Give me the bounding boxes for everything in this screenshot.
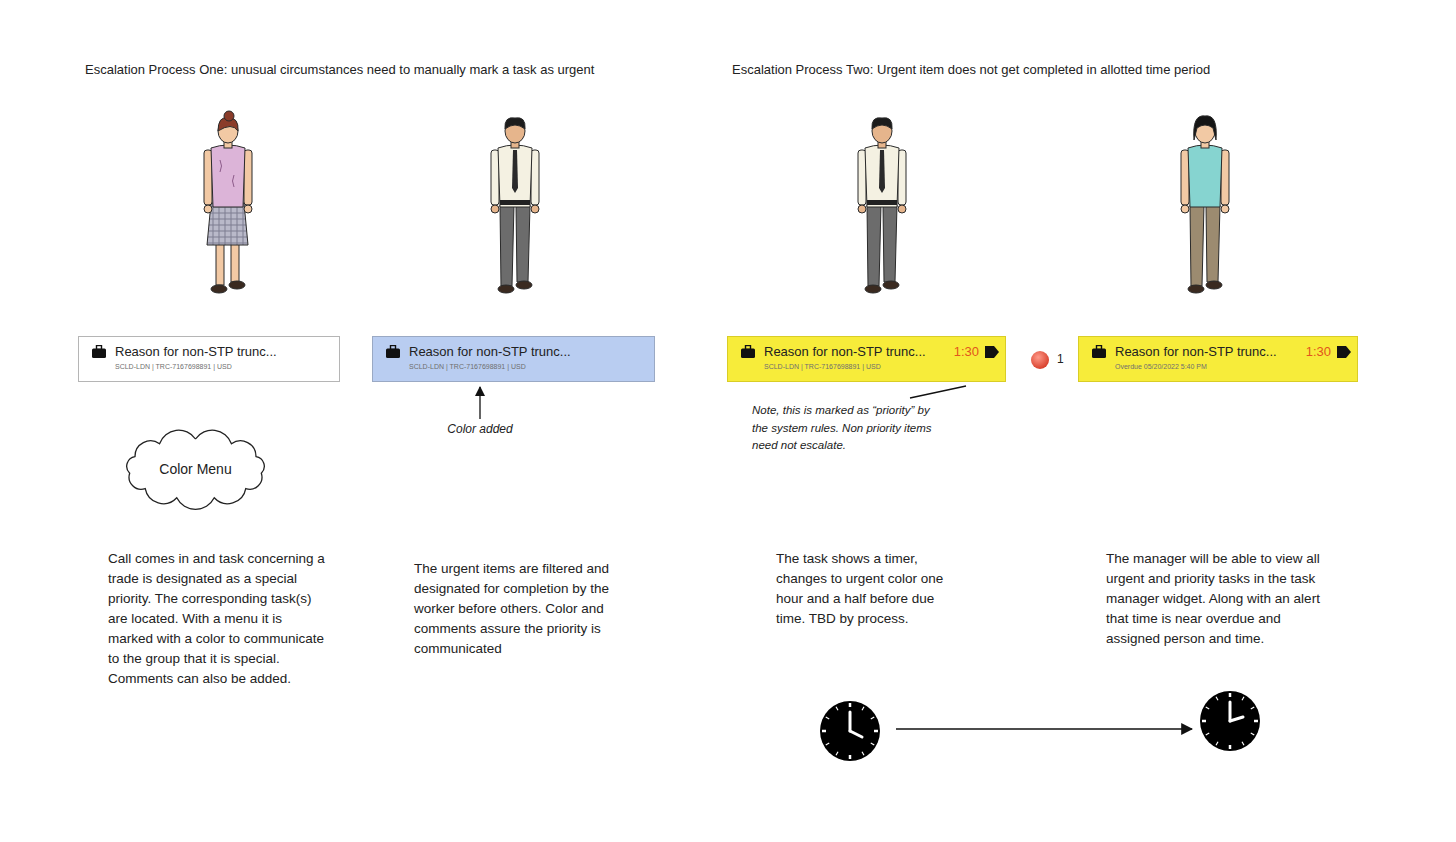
tag-icon <box>1337 346 1351 358</box>
section-heading: Escalation Process One: unusual circumst… <box>85 62 594 77</box>
bar-meta: SCLD-LDN | TRC-7167698891 | USD <box>115 363 329 370</box>
leader-arrow <box>479 387 480 419</box>
tag-icon <box>985 346 999 358</box>
step-description: The urgent items are filtered and design… <box>414 559 628 659</box>
menu-label: Color Menu <box>159 461 231 477</box>
task-meta: Overdue 05/20/2022 5:40 PM <box>1115 363 1347 370</box>
bar-row: Reason for non-STP trunc... 1:30 <box>1115 344 1347 359</box>
task-meta: SCLD-LDN | TRC-7167698891 | USD <box>115 363 329 370</box>
task-bar: Reason for non-STP trunc... 1:30Overdue 0… <box>1078 336 1358 382</box>
clock-icon <box>820 701 880 761</box>
bar-row: Reason for non-STP trunc... <box>409 344 644 359</box>
alert-dot <box>1031 351 1049 369</box>
task-bar: Reason for non-STP trunc... SCLD-LDN | TR… <box>78 336 340 382</box>
briefcase-icon <box>1092 345 1106 358</box>
task-meta: SCLD-LDN | TRC-7167698891 | USD <box>764 363 995 370</box>
countdown-timer: 1:30 <box>1300 344 1331 359</box>
callout-note: Note, this is marked as “priority” by th… <box>752 402 934 455</box>
menu-cloud: Color Menu <box>118 428 273 510</box>
section-heading: Escalation Process Two: Urgent item does… <box>732 62 1210 77</box>
clock-icon <box>1200 691 1260 751</box>
timeline-arrow <box>896 728 1192 730</box>
briefcase-icon <box>741 345 755 358</box>
task-title: Reason for non-STP trunc... <box>764 344 926 359</box>
task-title: Reason for non-STP trunc... <box>115 344 277 359</box>
briefcase-icon <box>386 345 400 358</box>
task-meta: SCLD-LDN | TRC-7167698891 | USD <box>409 363 644 370</box>
person-figure <box>204 111 252 293</box>
bar-row: Reason for non-STP trunc... <box>115 344 329 359</box>
person-figure <box>491 118 539 293</box>
person-figure <box>1181 116 1229 293</box>
step-description: Call comes in and task concerning a trad… <box>108 549 326 689</box>
bar-meta: SCLD-LDN | TRC-7167698891 | USD <box>409 363 644 370</box>
alert-count: 1 <box>1057 352 1064 366</box>
countdown-timer: 1:30 <box>948 344 979 359</box>
briefcase-icon <box>92 345 106 358</box>
task-title: Reason for non-STP trunc... <box>1115 344 1277 359</box>
bar-meta: SCLD-LDN | TRC-7167698891 | USD <box>764 363 995 370</box>
task-bar: Reason for non-STP trunc... SCLD-LDN | TR… <box>372 336 655 382</box>
callout-note: Color added <box>447 422 512 436</box>
step-description: The task shows a timer, changes to urgen… <box>776 549 944 629</box>
task-title: Reason for non-STP trunc... <box>409 344 571 359</box>
person-figure <box>858 118 906 293</box>
bar-meta: Overdue 05/20/2022 5:40 PM <box>1115 363 1347 370</box>
step-description: The manager will be able to view all urg… <box>1106 549 1328 649</box>
bar-row: Reason for non-STP trunc... 1:30 <box>764 344 995 359</box>
task-bar: Reason for non-STP trunc... 1:30SCLD-LDN … <box>727 336 1006 382</box>
leader-arrow <box>910 386 966 398</box>
